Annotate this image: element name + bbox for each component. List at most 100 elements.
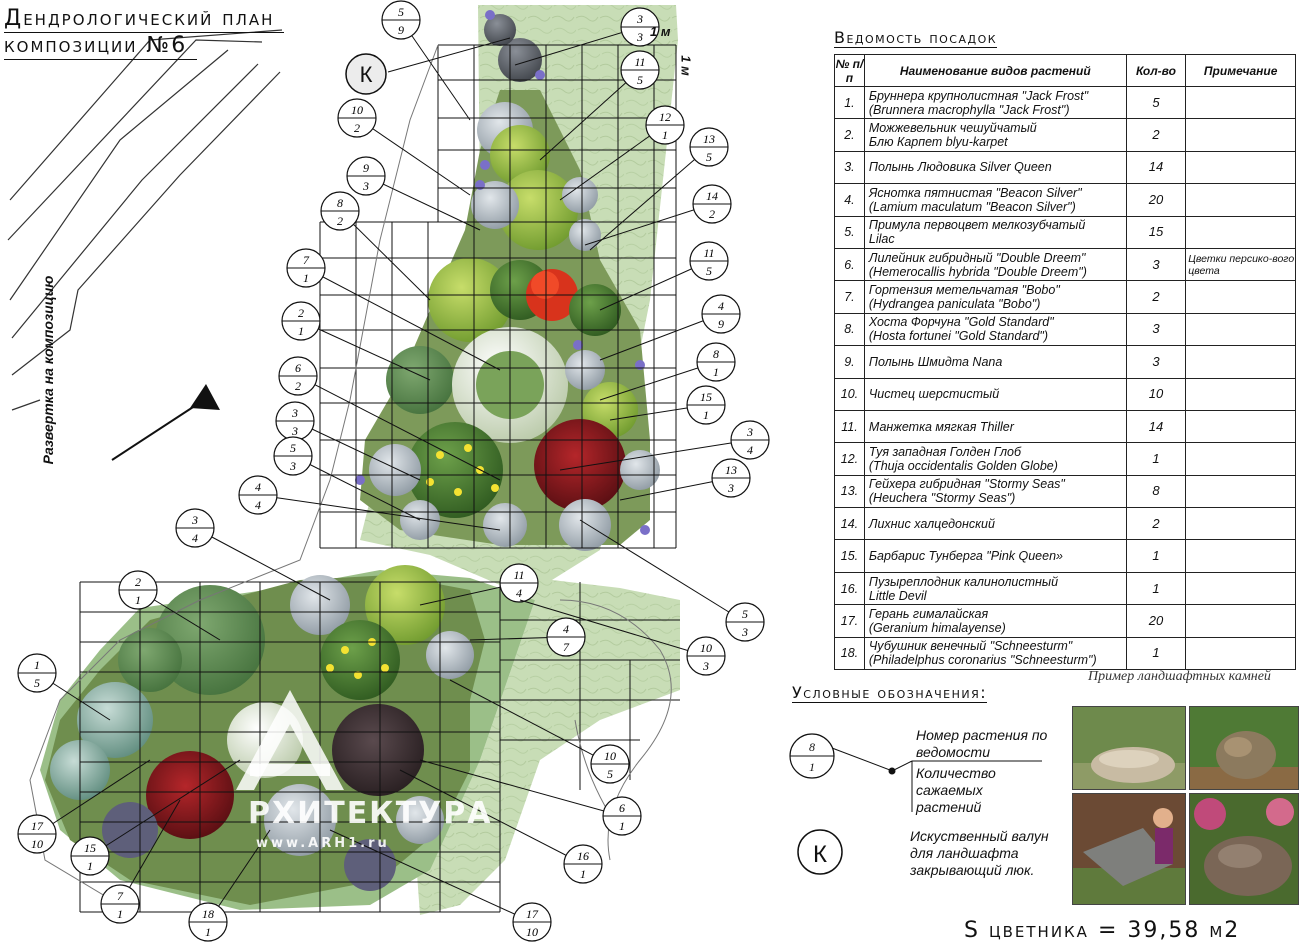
callout-qty: 5 <box>706 150 712 164</box>
plant-callout: 62 <box>278 356 501 481</box>
legend-boulder: К <box>797 829 843 875</box>
row-name-line2: (Lamium maculatum "Beacon Silver") <box>868 199 1076 214</box>
row-qty: 15 <box>1125 215 1187 249</box>
legend-sample-qty: 1 <box>809 760 815 774</box>
row-note <box>1185 85 1296 120</box>
row-name-line2: Блю Карпет blyu-karpet <box>868 135 1008 150</box>
table-row: 7.Гортензия метельчатая "Bobo"(Hydrangea… <box>834 280 1296 314</box>
legend-qty-text: Количество сажаемых растений <box>916 765 996 815</box>
row-num: 17. <box>834 604 865 638</box>
row-note <box>1185 150 1296 185</box>
callout-qty: 4 <box>192 531 198 545</box>
callout-leader <box>305 267 501 371</box>
callout-qty: 3 <box>727 481 734 495</box>
plant-callout: 103 <box>519 599 726 676</box>
row-name: Гейхера гибридная "Stormy Seas"(Heuchera… <box>863 474 1127 509</box>
boulder-marker-plan: К <box>345 37 511 95</box>
row-qty: 3 <box>1125 345 1187 379</box>
row-qty: 2 <box>1125 118 1187 152</box>
plant-callout: 151 <box>609 385 726 425</box>
row-qty: 20 <box>1125 604 1187 638</box>
callout-qty: 5 <box>706 264 712 278</box>
callout-qty: 4 <box>255 498 261 512</box>
callout-qty: 4 <box>516 586 522 600</box>
callout-number: 18 <box>202 907 214 921</box>
plant-callout: 53 <box>579 519 765 642</box>
callout-number: 10 <box>700 641 712 655</box>
callout-number: 3 <box>746 425 753 439</box>
callout-leader <box>257 494 501 531</box>
callout-qty: 9 <box>398 23 404 37</box>
callout-qty: 1 <box>135 593 141 607</box>
callout-number: 13 <box>725 463 737 477</box>
row-qty: 8 <box>1125 474 1187 509</box>
row-qty: 5 <box>1125 85 1187 120</box>
plant-callout: 71 <box>100 799 181 924</box>
callout-qty: 7 <box>563 640 570 654</box>
row-num: 7. <box>834 280 865 314</box>
callout-qty: 1 <box>298 324 304 338</box>
row-name: Полынь Шмидта Nana <box>863 345 1127 379</box>
row-name-line1: Полынь Людовика Silver Queen <box>868 160 1052 175</box>
callout-leader <box>514 26 641 66</box>
callout-qty: 1 <box>117 907 123 921</box>
plant-callout: 161 <box>399 769 603 884</box>
row-qty: 3 <box>1125 312 1187 347</box>
callout-number: 12 <box>659 110 671 124</box>
callout-number: 11 <box>634 55 645 69</box>
callout-leader <box>584 203 713 246</box>
row-name: Барбарис Тунберга "Pink Queen» <box>863 539 1127 573</box>
callout-qty: 2 <box>295 379 301 393</box>
plant-callouts: 5933115121102135931428211571492181621513… <box>17 0 770 942</box>
row-qty: 10 <box>1125 377 1187 411</box>
row-name-line1: Чистец шерстистый <box>868 387 1000 402</box>
row-qty: 20 <box>1125 183 1187 217</box>
callout-qty: 5 <box>637 73 643 87</box>
row-note <box>1185 474 1296 509</box>
table-row: 15.Барбарис Тунберга "Pink Queen»1 <box>834 539 1296 573</box>
callout-leader <box>400 19 471 121</box>
plant-callout: 133 <box>619 458 751 501</box>
watermark-logo-icon <box>236 690 344 790</box>
row-name-line1: Гортензия метельчатая "Bobo" <box>868 283 1060 298</box>
callout-number: 1 <box>34 658 40 672</box>
callout-number: 3 <box>291 406 298 420</box>
callout-leader <box>300 320 431 381</box>
row-note: Цветки персико-вого цвета <box>1185 247 1296 282</box>
plant-callout: 181 <box>188 829 271 942</box>
callout-qty: 2 <box>709 207 715 221</box>
flowerbed-upper <box>355 10 660 551</box>
callout-qty: 3 <box>741 625 748 639</box>
row-name-line2: (Brunnera macrophylla "Jack Frost") <box>868 102 1070 117</box>
plant-callout: 114 <box>419 563 539 606</box>
plant-callout: 21 <box>118 570 221 641</box>
legend-boulder-text: Искуственный валун для ландшафта закрыва… <box>910 828 1049 878</box>
callout-leader <box>579 519 746 623</box>
row-name-line1: Туя западная Голден Глоб <box>868 444 1022 459</box>
table-row: 12.Туя западная Голден Глоб(Thuja occide… <box>834 442 1296 476</box>
row-note <box>1185 571 1296 606</box>
callout-qty: 1 <box>662 128 668 142</box>
callout-number: 15 <box>700 390 712 404</box>
row-num: 10. <box>834 377 865 411</box>
page-title: Дендрологический план композиции №6 <box>4 6 285 60</box>
watermark-url: www.ARH1.ru <box>256 836 390 851</box>
plant-callout: 47 <box>469 617 586 657</box>
callout-leader <box>539 69 641 161</box>
plant-callout: 33 <box>514 7 660 66</box>
area-label: S цветника = 39,58 м2 <box>964 918 1241 943</box>
row-num: 14. <box>834 507 865 541</box>
callout-qty: 10 <box>31 837 43 851</box>
plant-callout: 121 <box>559 105 685 201</box>
row-num: 16. <box>834 571 865 606</box>
row-qty: 2 <box>1125 280 1187 314</box>
legend-number-text: Номер растения по ведомости <box>916 727 1048 760</box>
callout-qty: 1 <box>580 867 586 881</box>
row-name: Бруннера крупнолистная "Jack Frost"(Brun… <box>863 85 1127 120</box>
row-name-line1: Манжетка мягкая Thiller <box>868 419 1014 434</box>
plant-callout: 82 <box>320 191 431 301</box>
callout-qty: 1 <box>713 365 719 379</box>
